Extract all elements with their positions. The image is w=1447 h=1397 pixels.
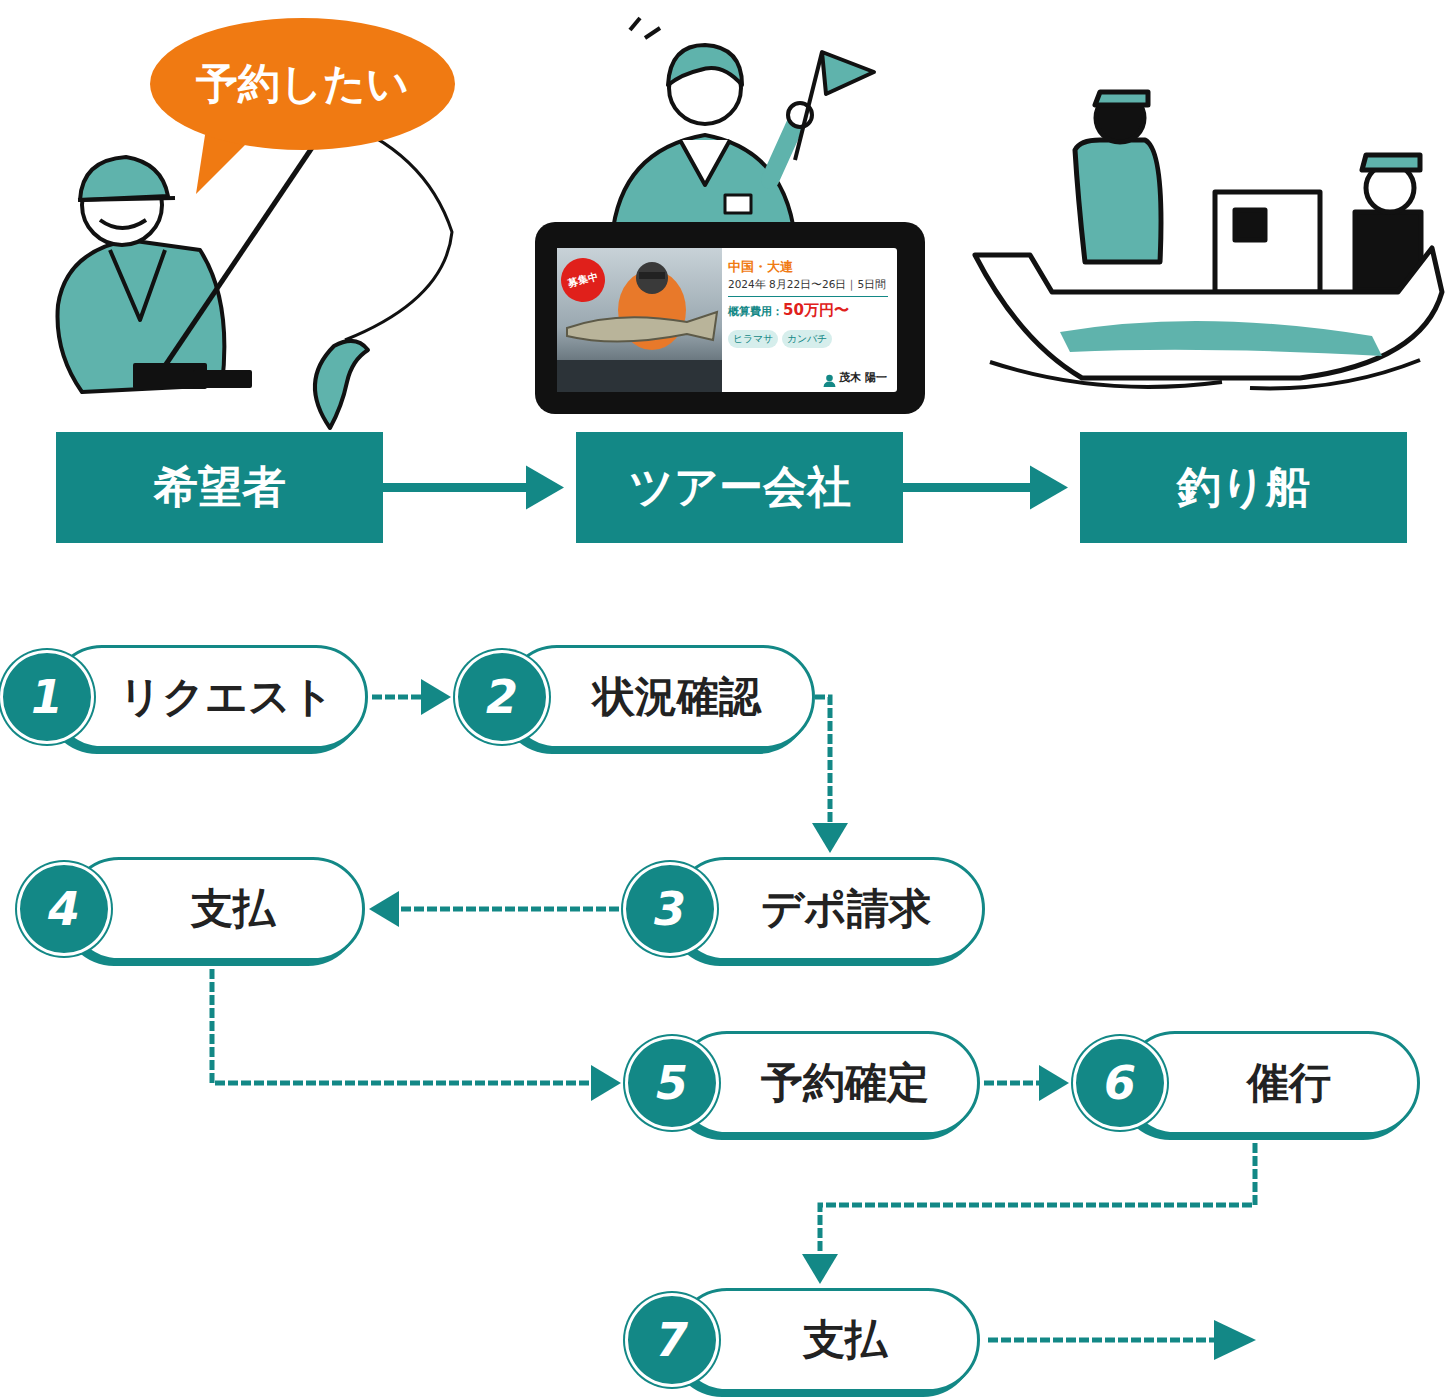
connector-line <box>815 697 830 823</box>
connector-line <box>820 1143 1255 1254</box>
person-icon <box>823 372 836 385</box>
angler-figure <box>58 118 453 428</box>
flow-connector <box>383 466 564 510</box>
card-text: 中国・大連 <box>728 258 793 276</box>
tour-card: 概算費用：50万円〜中国・大連2024年 8月22日〜26日｜5日間茂木 陽一募… <box>557 248 897 392</box>
card-text: 概算費用： <box>728 304 783 319</box>
arrow-head <box>421 679 451 715</box>
step-text: 支払 <box>191 881 275 937</box>
arrow-head <box>802 1254 838 1284</box>
step-number: 2 <box>455 650 549 744</box>
step-number-text: 6 <box>1104 1056 1136 1110</box>
step-text: 予約確定 <box>761 1055 929 1111</box>
fish-tag: カンバチ <box>782 330 832 348</box>
step-number-text: 4 <box>48 882 80 936</box>
step-text: 状況確認 <box>593 669 761 725</box>
card-text: 50万円〜 <box>783 301 849 320</box>
bubble-text: 予約したい <box>196 56 409 112</box>
guide-figure <box>612 18 874 238</box>
step-number-text: 1 <box>31 670 63 724</box>
step-text: デポ請求 <box>761 881 931 937</box>
flow-connector <box>812 697 848 853</box>
arrow-head <box>369 891 399 927</box>
step-box: 状況確認 2 <box>455 645 815 749</box>
flow-connector <box>802 1143 1255 1284</box>
step-text-area: リクエスト <box>94 645 358 749</box>
step-number: 1 <box>0 650 94 744</box>
arrow-head <box>812 823 848 853</box>
step-number: 5 <box>625 1036 719 1130</box>
arrow-head <box>1039 1065 1069 1101</box>
card-divider <box>728 296 888 297</box>
step-text-area: デポ請求 <box>717 857 975 961</box>
step-text: 支払 <box>803 1312 887 1368</box>
step-text-area: 支払 <box>719 1288 970 1392</box>
flow-connector <box>369 891 619 927</box>
speech-bubble: 予約したい <box>150 18 455 150</box>
step-text: リクエスト <box>119 669 334 725</box>
connector-line <box>212 969 591 1083</box>
arrow-head <box>591 1065 621 1101</box>
flow-connector <box>212 969 621 1101</box>
role-text: ツアー会社 <box>629 458 851 517</box>
role-label: ツアー会社 <box>576 432 903 543</box>
outgoing-arrow <box>988 1320 1256 1360</box>
card-text: 茂木 陽一 <box>839 370 887 385</box>
flow-connector <box>903 466 1068 510</box>
step-text-area: 支払 <box>111 857 355 961</box>
step-number-text: 3 <box>654 882 686 936</box>
step-number: 7 <box>625 1293 719 1387</box>
badge-text: 募集中 <box>567 269 600 290</box>
arrow-head <box>1030 466 1068 510</box>
step-text: 催行 <box>1247 1055 1331 1111</box>
step-number-text: 2 <box>486 670 518 724</box>
role-label: 釣り船 <box>1080 432 1407 543</box>
connector-line <box>372 695 421 700</box>
role-text: 希望者 <box>154 458 286 517</box>
step-number-text: 5 <box>656 1056 688 1110</box>
card-text: 2024年 8月22日〜26日｜5日間 <box>728 278 886 292</box>
step-box: デポ請求 3 <box>623 857 985 961</box>
step-text-area: 状況確認 <box>549 645 805 749</box>
tag-text: ヒラマサ <box>733 332 773 346</box>
connector-line <box>903 483 1030 492</box>
step-box: 催行 6 <box>1073 1031 1420 1135</box>
step-box: 支払 4 <box>17 857 365 961</box>
step-text-area: 予約確定 <box>719 1031 970 1135</box>
step-text-area: 催行 <box>1167 1031 1410 1135</box>
price-row: 概算費用：50万円〜 <box>728 301 849 320</box>
step-number: 6 <box>1073 1036 1167 1130</box>
flow-connector <box>984 1065 1069 1101</box>
step-box: 予約確定 5 <box>625 1031 980 1135</box>
tag-text: カンバチ <box>787 332 827 346</box>
connector-line <box>984 1081 1039 1086</box>
fish-tag: ヒラマサ <box>728 330 778 348</box>
step-number: 3 <box>623 862 717 956</box>
step-box: 支払 7 <box>625 1288 980 1392</box>
arrow-head <box>526 466 564 510</box>
role-label: 希望者 <box>56 432 383 543</box>
step-number-text: 7 <box>656 1313 688 1367</box>
role-text: 釣り船 <box>1177 458 1310 517</box>
connector-line <box>383 483 526 492</box>
step-box: リクエスト 1 <box>0 645 368 749</box>
boat-figure <box>975 92 1442 388</box>
step-number: 4 <box>17 862 111 956</box>
connector-line <box>399 907 619 912</box>
card-frame <box>535 222 925 414</box>
flow-connector <box>372 679 451 715</box>
